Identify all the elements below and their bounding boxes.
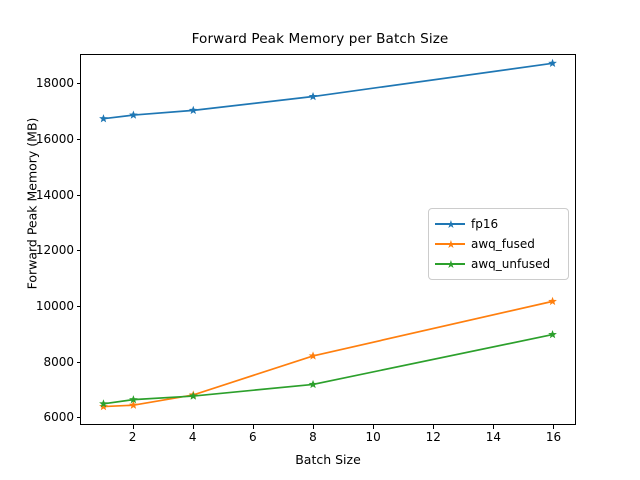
x-tick-label: 16 (545, 430, 562, 444)
x-tick-label: 4 (188, 430, 197, 444)
x-axis-label: Batch Size (295, 452, 361, 467)
data-point-marker-awq_fused (548, 296, 557, 306)
y-tick-mark (76, 305, 80, 307)
y-tick-mark (76, 83, 80, 85)
y-tick-mark (76, 194, 80, 196)
data-point-marker-awq_unfused (308, 379, 318, 389)
legend-swatch-awq-fused: ★ (435, 237, 465, 251)
legend-label-awq-fused: awq_fused (471, 237, 535, 251)
x-tick-label: 8 (309, 430, 317, 444)
legend-item[interactable]: ★ awq_unfused (435, 254, 562, 274)
legend-label-fp16: fp16 (471, 217, 499, 231)
x-tick-mark (433, 425, 435, 429)
star-marker-icon: ★ (446, 238, 456, 251)
legend-item[interactable]: ★ awq_fused (435, 234, 562, 254)
page-title: Forward Peak Memory per Batch Size (191, 31, 449, 47)
x-tick-mark (252, 425, 254, 429)
series-line-awq_unfused (103, 333, 553, 405)
y-tick-mark (76, 138, 80, 140)
x-tick-label: 6 (249, 430, 257, 444)
data-point-marker-awq_unfused (129, 395, 138, 404)
x-tick-mark (493, 425, 495, 429)
x-tick-mark (312, 425, 314, 429)
y-tick-label: 10000 (35, 298, 74, 313)
y-tick-mark (76, 361, 80, 363)
plot-area (99, 58, 557, 411)
y-tick-label: 16000 (35, 131, 74, 146)
data-point-marker-fp16 (548, 58, 557, 68)
x-tick-label: 10 (365, 430, 381, 444)
y-tick-label: 6000 (43, 410, 74, 425)
x-tick-mark (373, 425, 375, 429)
data-point-marker-awq_fused (99, 401, 108, 411)
x-tick-mark (132, 425, 134, 429)
x-tick-mark (192, 425, 194, 429)
legend: ★ fp16 ★ awq_fused ★ awq_unfused (428, 208, 569, 280)
x-tick-label: 2 (128, 430, 137, 444)
y-tick-label-group: 6000 8000 10000 12000 14000 16000 18000 (0, 0, 74, 480)
data-point-marker-fp16 (308, 91, 318, 101)
plot-axes (80, 54, 576, 425)
y-tick-mark (76, 250, 80, 252)
legend-label-awq-unfused: awq_unfused (471, 257, 551, 271)
star-marker-icon: ★ (446, 258, 456, 271)
star-marker-icon: ★ (446, 218, 456, 231)
x-tick-label: 14 (485, 430, 501, 444)
x-tick-label: 12 (425, 430, 441, 444)
data-point-marker-fp16 (129, 110, 138, 119)
y-tick-label: 12000 (35, 243, 74, 258)
y-axis-label: Forward Peak Memory (MB) (24, 117, 40, 290)
data-point-marker-fp16 (99, 114, 108, 123)
data-point-marker-awq_fused (308, 351, 318, 360)
legend-swatch-fp16: ★ (435, 217, 465, 231)
series-line-fp16 (103, 62, 553, 120)
data-point-marker-awq_unfused (548, 330, 557, 339)
data-point-marker-awq_fused (129, 400, 138, 409)
y-tick-label: 14000 (35, 187, 74, 202)
data-point-marker-awq_unfused (188, 391, 198, 400)
y-tick-label: 18000 (35, 76, 74, 91)
y-tick-mark (76, 417, 80, 419)
data-point-marker-fp16 (188, 105, 198, 115)
y-tick-label: 8000 (43, 354, 74, 369)
series-line-awq_fused (103, 300, 553, 408)
legend-swatch-awq-unfused: ★ (435, 257, 465, 271)
legend-item[interactable]: ★ fp16 (435, 214, 562, 234)
x-tick-mark (553, 425, 555, 429)
data-point-marker-awq_unfused (99, 399, 108, 408)
